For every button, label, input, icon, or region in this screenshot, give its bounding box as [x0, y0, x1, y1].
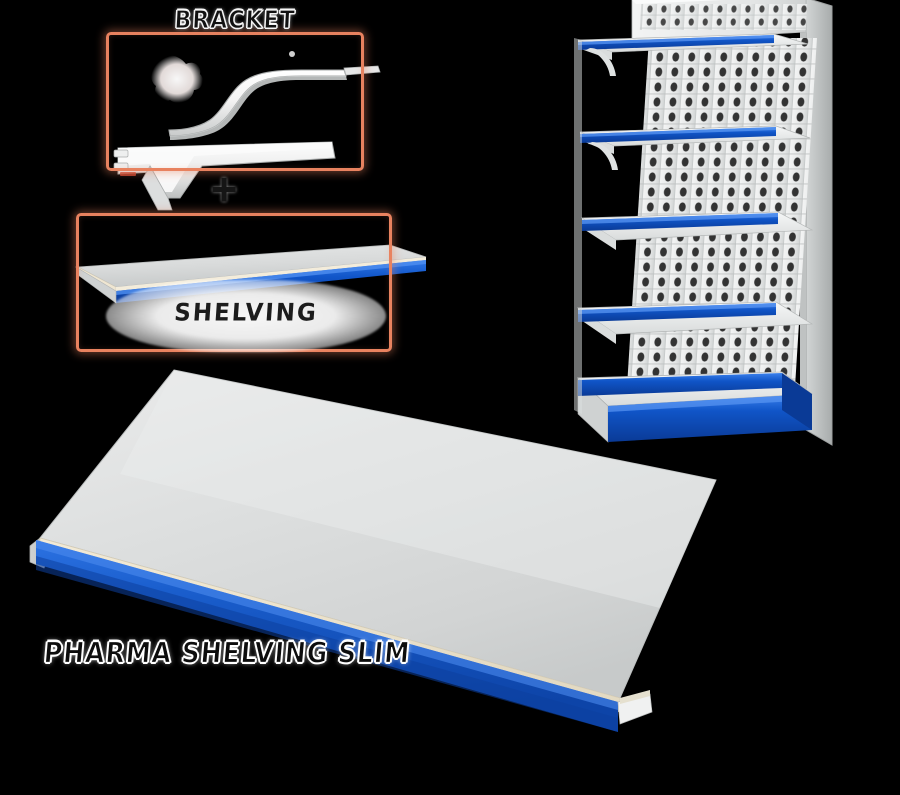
hero-shelf-blue-lip-highlight: [36, 540, 618, 710]
gondola-shelving-unit[interactable]: [560, 0, 900, 470]
gondola-base-front-highlight: [608, 394, 812, 412]
bracket-svg: [113, 51, 381, 211]
bracket-hook-accent: [120, 172, 136, 176]
gondola-shelf-1[interactable]: [577, 33, 809, 76]
callout-box-bracket[interactable]: BRACKET: [106, 6, 364, 171]
gondola-shelf-2[interactable]: [579, 125, 811, 170]
hero-shelf-right-core: [620, 690, 650, 704]
callout-label-shelving: SHELVING: [173, 299, 319, 327]
gondola-base-blue-top-edge: [578, 373, 782, 396]
callout-label-bracket: BRACKET: [173, 6, 297, 35]
gondola-svg: [574, 0, 833, 446]
bracket-blob-decor: [150, 55, 203, 103]
bracket-illustration: [106, 30, 406, 211]
gondola-shelf-2-bracket: [588, 142, 618, 170]
gondola-shelf-1-blue-highlight: [578, 35, 774, 45]
plus-operator-icon: +: [210, 163, 238, 215]
bracket-speck-decor: [289, 51, 295, 57]
gondola-shelf-3-blue-highlight: [582, 213, 778, 224]
gondola-shelf-4-blue-highlight: [578, 303, 776, 314]
gondola-crown-highlight: [632, 0, 723, 4]
gondola-base-deck[interactable]: [577, 371, 814, 443]
hero-caption-text: PHARMA SHELVING SLIM: [42, 635, 412, 670]
bracket-arm-lower-highlight: [118, 142, 332, 192]
gondola-front-upright: [574, 38, 582, 414]
gondola-shelf-1-bracket: [586, 48, 616, 76]
bracket-tail: [141, 165, 173, 211]
bracket-hook-tooth-1: [113, 149, 129, 158]
hero-shelf-sheen: [120, 370, 716, 608]
hero-shelf-blue-lip-shadow: [36, 556, 618, 732]
shelving-glow-decor: [106, 280, 386, 352]
gondola-base-side-shadow: [782, 373, 812, 430]
gondola-crown-holes: [639, 4, 808, 30]
component-composite: BRACKET +: [0, 0, 430, 370]
gondola-shelf-3[interactable]: [580, 211, 814, 250]
gondola-shelf-2-blue-highlight: [580, 127, 776, 137]
gondola-shelf-4[interactable]: [576, 301, 814, 344]
hero-shelf-board[interactable]: [0, 350, 760, 750]
gondola-crown-pegboard: [639, 4, 808, 30]
hero-shelf-svg: [29, 369, 717, 732]
